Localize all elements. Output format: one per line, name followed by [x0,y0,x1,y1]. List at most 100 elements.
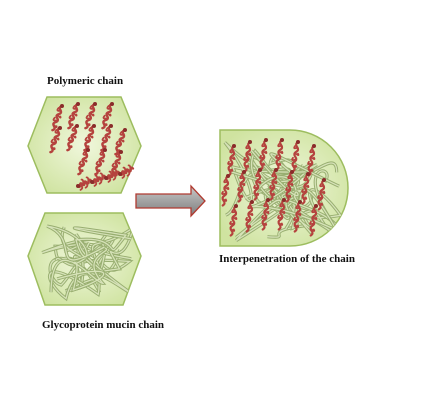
polymer-chain-hook [98,177,103,185]
polymer-chain-hook [127,164,132,171]
result-polymer-chain [229,204,238,237]
result-polymer-chain-hook [295,152,300,157]
result-polymer-chain-bead [232,144,236,148]
result-polymer-chain-hook [246,224,252,228]
result-polymer-chain-hook [253,184,258,189]
polymer-chain-hook [105,127,110,132]
result-polymer-chain-hook [321,190,326,195]
polymer-chain-hook [51,146,56,151]
polymer-chain-hook [73,112,78,117]
mucin-strand [46,225,132,261]
result-polymer-chain [317,178,326,211]
result-polymer-chain-hook [297,212,302,217]
polymer-chain-hook [88,127,93,132]
result-polymer-chain-hook [249,212,254,217]
polymer-chain-hook [113,168,118,175]
mucin-chain-label: Glycoprotein mucin chain [42,319,165,331]
polymer-chain-bead [60,104,64,108]
result-polymer-chain [277,198,286,231]
polymer-chain-bead [93,102,97,106]
result-polymer-chain-hook [279,203,284,208]
result-polymer-chain-hook [238,194,244,198]
result-polymer-chain-hook [227,160,232,165]
result-polymer-chain-hook [303,177,308,182]
polymer-chain-hook [68,114,74,120]
polymer-chain-hook [84,181,89,189]
result-polymer-chain-hook [276,162,282,166]
polymer-chain-hook [93,180,98,187]
result-polymer-chain-hook [265,210,270,215]
result-polymer-chain-hook [294,224,300,228]
result-polymer-chain-hook [285,186,290,191]
polymer-chain-hook [122,166,127,173]
polymer-chain-bead [118,172,122,176]
polymer-chain-hook [69,122,74,127]
polymer-chain-hook [68,144,73,149]
polymer-chain-hook [115,140,121,146]
result-polymer-chain-hook [221,190,226,195]
result-polymer-chain-hook [309,220,314,225]
polymer-chain-hook [99,172,104,179]
result-polymer-chain-hook [273,180,278,185]
result-polymer-chain-bead [234,204,238,208]
result-polymer-chain-hook [229,149,234,154]
result-polymer-chain-hook [281,210,286,215]
polymer-chain-bead [76,102,80,106]
result-polymer-chain-bead [312,144,316,148]
mucin-chain-panel [27,212,142,306]
result-polymer-chain-bead [264,138,268,142]
result-polymer-chain-hook [289,182,294,187]
polymer-chain-hook [106,105,111,110]
polymer-chain-hook [115,153,120,158]
result-polymer-chain-hook [245,216,250,221]
polymer-chain-hook [86,122,91,127]
result-polymer-chain-bead [282,198,286,202]
result-polymer-chain-hook [319,183,324,188]
mucin-strands [41,223,136,302]
result-polymer-chain-bead [274,168,278,172]
result-polymer-chain [275,138,284,171]
polymer-chain-hook [55,136,60,141]
result-polymer-chain-hook [307,160,312,165]
polymer-chain-bead [75,124,79,128]
result-polymer-chain-hook [231,156,236,161]
result-polymer-chain-hook [278,222,284,226]
result-polymer-chain-bead [242,170,246,174]
result-polymer-chain-hook [255,173,260,178]
polymer-chain-hook [106,134,111,139]
result-polymer-chain-bead [298,200,302,204]
polymer-chains [49,102,135,191]
result-polymer-chain [301,172,310,205]
polymer-chain-hook [103,122,108,127]
polymer-chain-hook [107,112,112,117]
result-polymer-chain-hook [317,194,322,199]
result-polymer-chain [227,144,236,177]
result-polymer-chain-hook [302,196,308,200]
result-polymer-chain-hook [305,184,310,189]
polymer-chain-hook [120,138,125,143]
result-polymer-chain [243,140,252,173]
result-polymer-chain-hook [269,184,274,189]
result-polymer-chain-hook [239,175,244,180]
polymer-chain-hook [90,112,95,117]
result-polymer-chain-hook [257,180,262,185]
polymer-chain-hook [57,114,62,119]
mucin-strand [50,246,108,293]
result-polymer-chain [309,204,318,237]
result-polymer-chain-bead [296,140,300,144]
result-polymer-chain-hook [279,150,284,155]
polymer-chain-hook [79,184,84,191]
result-polymer-chain-hook [263,150,268,155]
polymer-chain-hook [85,176,90,183]
result-polymer-chain-hook [254,192,260,196]
result-polymer-chain-hook [271,173,276,178]
result-polymer-chain-hook [223,179,228,184]
polymer-chain-hook [100,158,105,163]
result-polymer-chain-hook [233,216,238,221]
result-polymer-chain-bead [266,198,270,202]
result-polymer-chain-hook [230,228,236,232]
polymer-chain-hook [71,127,76,132]
polymer-chain-hook [121,172,126,179]
result-polymer-chain-hook [229,220,234,225]
